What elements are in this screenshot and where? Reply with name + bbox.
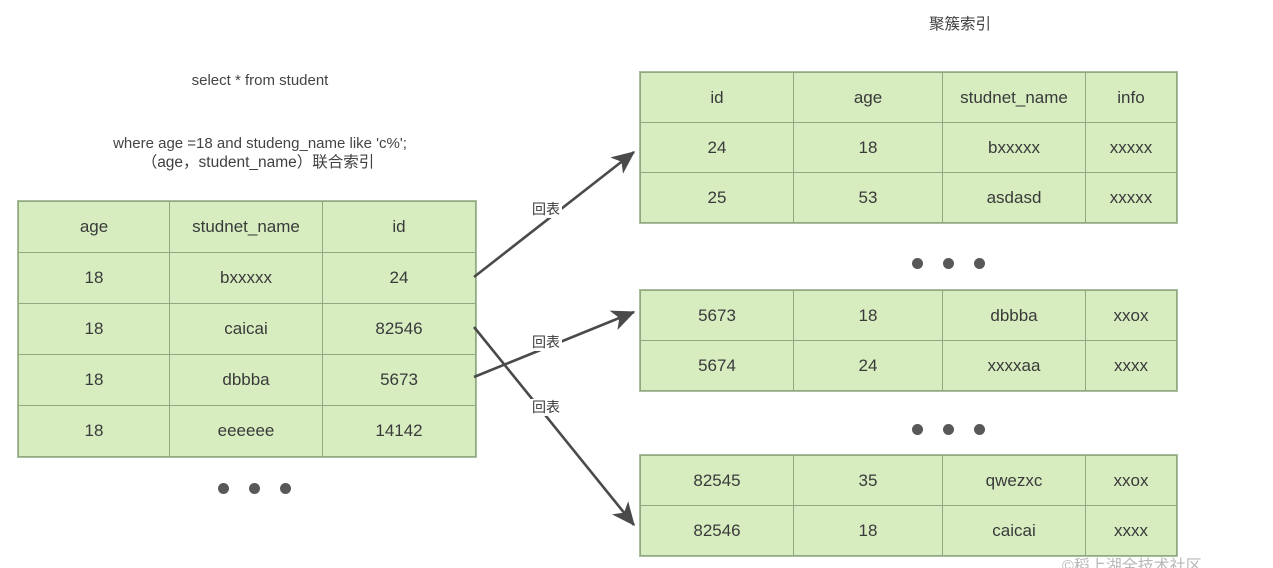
cell-id: 5673: [322, 354, 476, 406]
table-row: age studnet_name id: [18, 201, 476, 253]
dot: [974, 258, 985, 269]
table-row: 5673 18 dbbba xxox: [640, 290, 1177, 341]
cell-id: 24: [640, 122, 794, 173]
table-row: 82545 35 qwezxc xxox: [640, 455, 1177, 506]
cell-studnet-name: caicai: [169, 303, 323, 355]
cell-info: xxxx: [1085, 340, 1177, 391]
table-row: 18 eeeeee 14142: [18, 405, 476, 457]
column-header-id: id: [322, 201, 476, 253]
arrow-label-huibiao-3: 回表: [530, 399, 562, 416]
cell-studnet-name: xxxxaa: [942, 340, 1086, 391]
column-header-age: age: [18, 201, 170, 253]
cell-id: 5674: [640, 340, 794, 391]
cell-age: 35: [793, 455, 943, 506]
cell-id: 25: [640, 172, 794, 223]
dot: [912, 424, 923, 435]
table-row: 18 bxxxxx 24: [18, 252, 476, 304]
cell-age: 18: [793, 505, 943, 556]
cell-info: xxox: [1085, 290, 1177, 341]
cell-id: 24: [322, 252, 476, 304]
ellipsis-clustered-1: [912, 258, 985, 269]
cell-studnet-name: bxxxxx: [169, 252, 323, 304]
cell-studnet-name: qwezxc: [942, 455, 1086, 506]
cell-info: xxox: [1085, 455, 1177, 506]
dot: [218, 483, 229, 494]
table-row: 5674 24 xxxxaa xxxx: [640, 340, 1177, 391]
clustered-index-label: 聚簇索引: [928, 16, 991, 33]
cell-studnet-name: caicai: [942, 505, 1086, 556]
table-row: 25 53 asdasd xxxxx: [640, 172, 1177, 223]
cell-studnet-name: dbbba: [169, 354, 323, 406]
sql-line-2: where age =18 and studeng_name like 'c%'…: [113, 135, 407, 152]
clustered-table-2: 5673 18 dbbba xxox 5674 24 xxxxaa xxxx: [640, 290, 1177, 391]
column-header-age: age: [793, 72, 943, 123]
cell-age: 18: [18, 303, 170, 355]
column-header-id: id: [640, 72, 794, 123]
column-header-studnet-name: studnet_name: [942, 72, 1086, 123]
table-row: id age studnet_name info: [640, 72, 1177, 123]
table-row: 82546 18 caicai xxxx: [640, 505, 1177, 556]
cell-age: 24: [793, 340, 943, 391]
column-header-studnet-name: studnet_name: [169, 201, 323, 253]
arrow-label-huibiao-2: 回表: [530, 334, 562, 351]
table-row: 18 caicai 82546: [18, 303, 476, 355]
cell-info: xxxx: [1085, 505, 1177, 556]
cell-age: 53: [793, 172, 943, 223]
cell-age: 18: [793, 290, 943, 341]
secondary-index-table: age studnet_name id 18 bxxxxx 24 18 caic…: [18, 201, 476, 457]
sql-line-1: select * from student: [191, 72, 329, 89]
cell-age: 18: [18, 405, 170, 457]
cell-age: 18: [793, 122, 943, 173]
arrow-label-huibiao-1: 回表: [530, 201, 562, 218]
table-row: 18 dbbba 5673: [18, 354, 476, 406]
dot: [249, 483, 260, 494]
column-header-info: info: [1085, 72, 1177, 123]
cell-info: xxxxx: [1085, 122, 1177, 173]
ellipsis-clustered-2: [912, 424, 985, 435]
cell-studnet-name: eeeeee: [169, 405, 323, 457]
cell-info: xxxxx: [1085, 172, 1177, 223]
watermark-text: ©稻上湖全技术社区: [1062, 558, 1202, 568]
clustered-table-1: id age studnet_name info 24 18 bxxxxx xx…: [640, 72, 1177, 223]
clustered-table-3: 82545 35 qwezxc xxox 82546 18 caicai xxx…: [640, 455, 1177, 556]
table-row: 24 18 bxxxxx xxxxx: [640, 122, 1177, 173]
cell-id: 5673: [640, 290, 794, 341]
dot: [280, 483, 291, 494]
cell-age: 18: [18, 354, 170, 406]
cell-studnet-name: dbbba: [942, 290, 1086, 341]
dot: [974, 424, 985, 435]
ellipsis-secondary-index: [218, 483, 291, 494]
arrow-huibiao-3: [472, 326, 636, 527]
cell-age: 18: [18, 252, 170, 304]
composite-index-label: （age，student_name）联合索引: [141, 154, 375, 171]
cell-id: 82546: [640, 505, 794, 556]
cell-id: 82546: [322, 303, 476, 355]
sql-query-text: select * from student where age =18 and …: [60, 28, 460, 196]
cell-studnet-name: bxxxxx: [942, 122, 1086, 173]
cell-id: 82545: [640, 455, 794, 506]
dot: [943, 424, 954, 435]
dot: [943, 258, 954, 269]
cell-studnet-name: asdasd: [942, 172, 1086, 223]
cell-id: 14142: [322, 405, 476, 457]
dot: [912, 258, 923, 269]
